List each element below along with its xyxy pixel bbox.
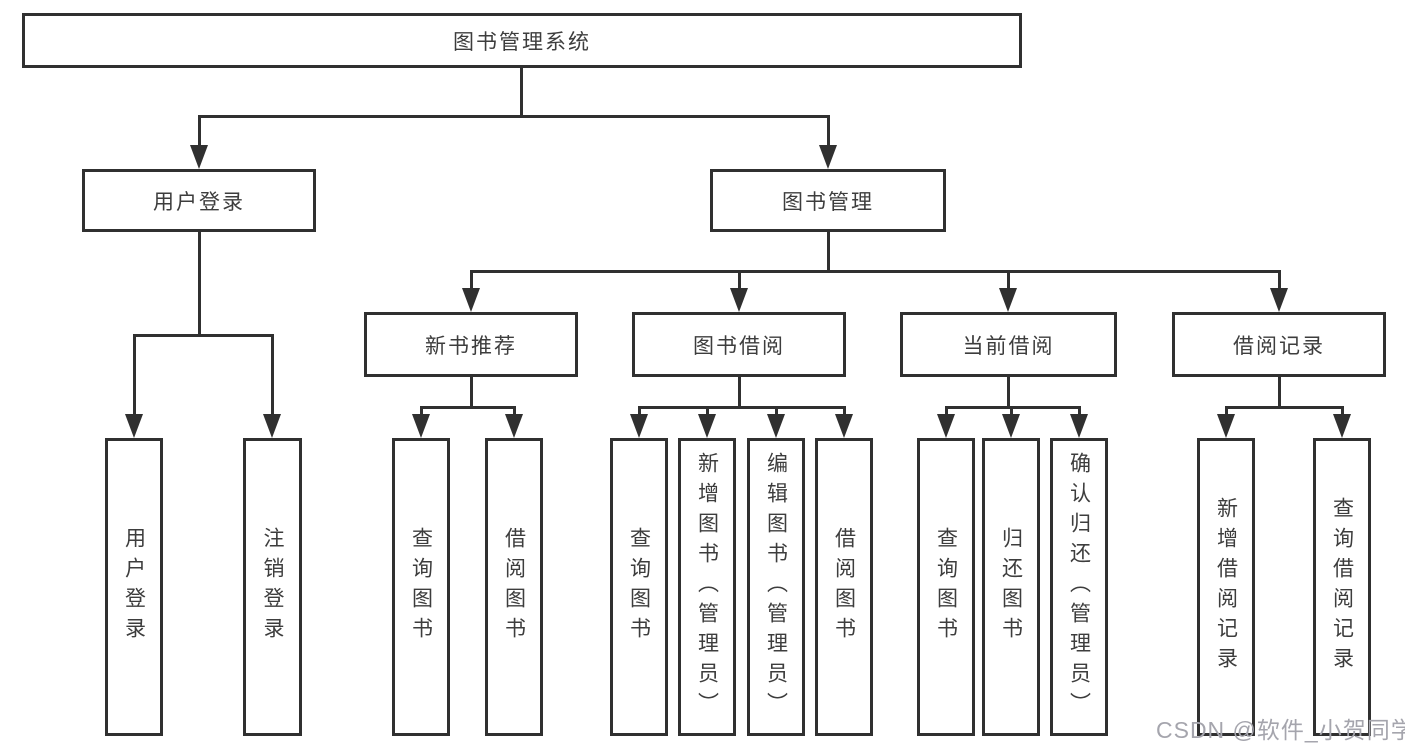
connector-line [198, 115, 201, 147]
leaf-confirm-return-admin-label: 确认归还（管理员） [1067, 452, 1091, 722]
connector-line [133, 334, 274, 337]
node-book-management: 图书管理 [710, 169, 946, 232]
connector-line [1010, 406, 1013, 416]
leaf-user-login-label: 用户登录 [122, 527, 146, 647]
leaf-add-borrow-record-label: 新增借阅记录 [1214, 497, 1238, 677]
connector-line [470, 270, 473, 290]
node-root-label: 图书管理系统 [453, 30, 591, 54]
leaf-query-books-1: 查询图书 [392, 438, 450, 736]
node-borrow-record-label: 借阅记录 [1233, 334, 1325, 358]
connector-line [133, 334, 136, 416]
leaf-query-books-2: 查询图书 [610, 438, 668, 736]
connector-line [706, 406, 709, 416]
leaf-edit-books-admin-label: 编辑图书（管理员） [764, 452, 788, 722]
connector-line [1007, 270, 1010, 290]
connector-line [1225, 406, 1228, 416]
arrowhead-icon [505, 414, 523, 438]
leaf-borrow-books-1: 借阅图书 [485, 438, 543, 736]
connector-line [775, 406, 778, 416]
connector-line [198, 115, 830, 118]
leaf-query-books-3-label: 查询图书 [934, 527, 958, 647]
arrowhead-icon [999, 288, 1017, 312]
arrowhead-icon [263, 414, 281, 438]
connector-line [827, 115, 830, 147]
arrowhead-icon [462, 288, 480, 312]
connector-line [738, 377, 741, 409]
leaf-query-borrow-record: 查询借阅记录 [1313, 438, 1371, 736]
connector-line [945, 406, 948, 416]
node-new-book-recommend: 新书推荐 [364, 312, 578, 377]
leaf-borrow-books-2-label: 借阅图书 [832, 527, 856, 647]
node-book-management-label: 图书管理 [782, 190, 874, 214]
arrowhead-icon [1270, 288, 1288, 312]
connector-line [1225, 406, 1344, 409]
node-current-borrow-label: 当前借阅 [962, 334, 1055, 358]
arrowhead-icon [1002, 414, 1020, 438]
arrowhead-icon [630, 414, 648, 438]
node-new-book-recommend-label: 新书推荐 [425, 334, 517, 358]
connector-line [638, 406, 846, 409]
node-book-borrow: 图书借阅 [632, 312, 846, 377]
csdn-watermark: CSDN @软件_小贺同学 [1156, 717, 1405, 743]
leaf-query-borrow-record-label: 查询借阅记录 [1330, 497, 1354, 677]
node-book-borrow-label: 图书借阅 [693, 334, 785, 358]
arrowhead-icon [1217, 414, 1235, 438]
leaf-add-books-admin-label: 新增图书（管理员） [695, 452, 719, 722]
connector-line [1278, 377, 1281, 409]
arrowhead-icon [698, 414, 716, 438]
connector-line [1341, 406, 1344, 416]
node-borrow-record: 借阅记录 [1172, 312, 1386, 377]
arrowhead-icon [730, 288, 748, 312]
connector-line [420, 406, 423, 416]
leaf-query-books-1-label: 查询图书 [409, 527, 433, 647]
leaf-confirm-return-admin: 确认归还（管理员） [1050, 438, 1108, 736]
connector-line [420, 406, 516, 409]
connector-line [470, 270, 1281, 273]
connector-line [513, 406, 516, 416]
leaf-return-books-label: 归还图书 [999, 527, 1023, 647]
connector-line [1278, 270, 1281, 290]
leaf-edit-books-admin: 编辑图书（管理员） [747, 438, 805, 736]
connector-line [1007, 377, 1010, 409]
leaf-user-login: 用户登录 [105, 438, 163, 736]
connector-line [843, 406, 846, 416]
arrowhead-icon [1333, 414, 1351, 438]
leaf-logout-label: 注销登录 [261, 527, 284, 647]
leaf-add-borrow-record: 新增借阅记录 [1197, 438, 1255, 736]
leaf-borrow-books-2: 借阅图书 [815, 438, 873, 736]
arrowhead-icon [819, 145, 837, 169]
leaf-borrow-books-1-label: 借阅图书 [502, 527, 526, 647]
leaf-return-books: 归还图书 [982, 438, 1040, 736]
connector-line [827, 232, 830, 273]
connector-line [271, 334, 274, 416]
leaf-query-books-2-label: 查询图书 [627, 527, 651, 647]
arrowhead-icon [835, 414, 853, 438]
leaf-query-books-3: 查询图书 [917, 438, 975, 736]
node-root: 图书管理系统 [22, 13, 1022, 68]
arrowhead-icon [125, 414, 143, 438]
leaf-add-books-admin: 新增图书（管理员） [678, 438, 736, 736]
connector-line [638, 406, 641, 416]
leaf-logout: 注销登录 [243, 438, 302, 736]
connector-line [945, 406, 1081, 409]
arrowhead-icon [412, 414, 430, 438]
connector-line [198, 232, 201, 337]
arrowhead-icon [1070, 414, 1088, 438]
connector-line [1078, 406, 1081, 416]
arrowhead-icon [190, 145, 208, 169]
node-user-login-label: 用户登录 [153, 190, 245, 214]
node-user-login: 用户登录 [82, 169, 316, 232]
node-current-borrow: 当前借阅 [900, 312, 1117, 377]
arrowhead-icon [767, 414, 785, 438]
connector-line [738, 270, 741, 290]
arrowhead-icon [937, 414, 955, 438]
connector-line [470, 377, 473, 409]
connector-line [520, 68, 523, 118]
